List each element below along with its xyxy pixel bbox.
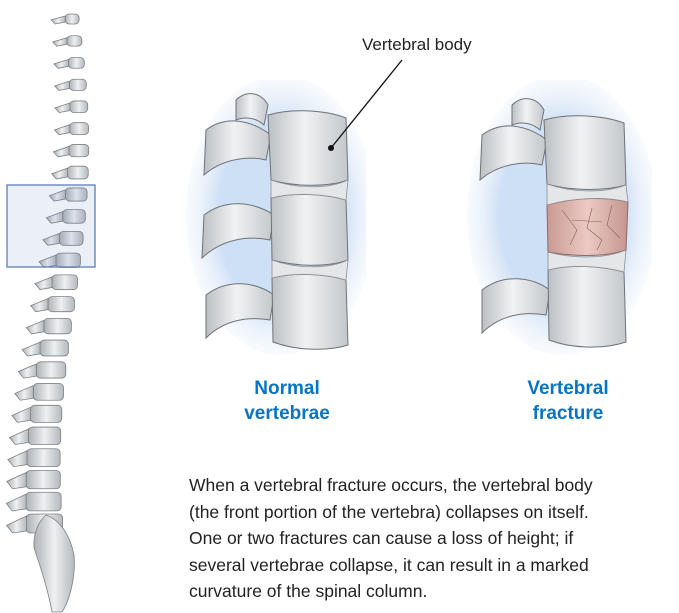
sacrum-shape: [34, 515, 75, 612]
spine-vertebra: [68, 166, 89, 179]
spine-process: [31, 299, 48, 312]
description-paragraph: When a vertebral fracture occurs, the ve…: [189, 472, 679, 605]
caption-normal-vertebrae: Normal vertebrae: [212, 376, 362, 426]
caption-vertebral-fracture: Vertebral fracture: [488, 376, 648, 426]
highlight-box: [7, 185, 95, 267]
spine-vertebra: [40, 340, 68, 356]
spine-process: [22, 342, 40, 356]
spine-vertebra: [52, 275, 77, 290]
spine-process: [26, 320, 44, 333]
spine-vertebra: [65, 14, 79, 24]
spine-vertebra: [69, 79, 86, 90]
spine-vertebra: [28, 427, 60, 444]
spine-process: [8, 451, 27, 467]
caption-fracture-line2: fracture: [488, 401, 648, 426]
description-line: (the front portion of the vertebra) coll…: [189, 499, 679, 526]
spine-vertebra: [70, 123, 89, 135]
spine-vertebra: [36, 362, 65, 378]
spine-process: [10, 429, 29, 444]
spine-process: [7, 473, 26, 489]
spine-vertebra: [70, 101, 88, 113]
caption-normal-line2: vertebrae: [212, 401, 362, 426]
spine-vertebra: [33, 384, 63, 401]
description-line: When a vertebral fracture occurs, the ve…: [189, 472, 679, 499]
spine-process: [52, 168, 68, 179]
spine-process: [55, 81, 70, 90]
spine-process: [7, 516, 27, 533]
vertebral-fracture-illustration: [452, 80, 652, 360]
spine-vertebra: [67, 36, 82, 46]
spine-process: [54, 125, 69, 135]
spine-vertebrae: [6, 14, 88, 533]
spine-vertebra: [69, 144, 89, 156]
spine-vertebra: [27, 449, 60, 467]
spine-process: [53, 38, 67, 46]
spine-process: [6, 494, 26, 511]
spine-process: [54, 59, 69, 68]
spine-process: [53, 146, 69, 156]
spine-illustration: [0, 0, 110, 613]
spine-process: [55, 103, 70, 113]
spine-process: [15, 386, 33, 401]
spine-process: [51, 16, 65, 24]
caption-fracture-line1: Vertebral: [488, 376, 648, 401]
spine-process: [18, 364, 36, 378]
callout-label-vertebral-body: Vertebral body: [362, 35, 472, 55]
spine-vertebra: [44, 318, 71, 333]
spine-vertebra: [48, 297, 74, 312]
spine-process: [35, 277, 52, 290]
spine-vertebra: [26, 492, 61, 511]
description-line: several vertebrae collapse, it can resul…: [189, 552, 679, 579]
callout-leader-line: [310, 50, 430, 160]
description-line: One or two fractures can cause a loss of…: [189, 525, 679, 552]
spine-vertebra: [68, 57, 84, 68]
spine-vertebra: [31, 405, 62, 422]
description-line: curvature of the spinal column.: [189, 578, 679, 605]
spine-process: [12, 407, 31, 422]
spine-vertebra: [26, 471, 60, 489]
caption-normal-line1: Normal: [212, 376, 362, 401]
